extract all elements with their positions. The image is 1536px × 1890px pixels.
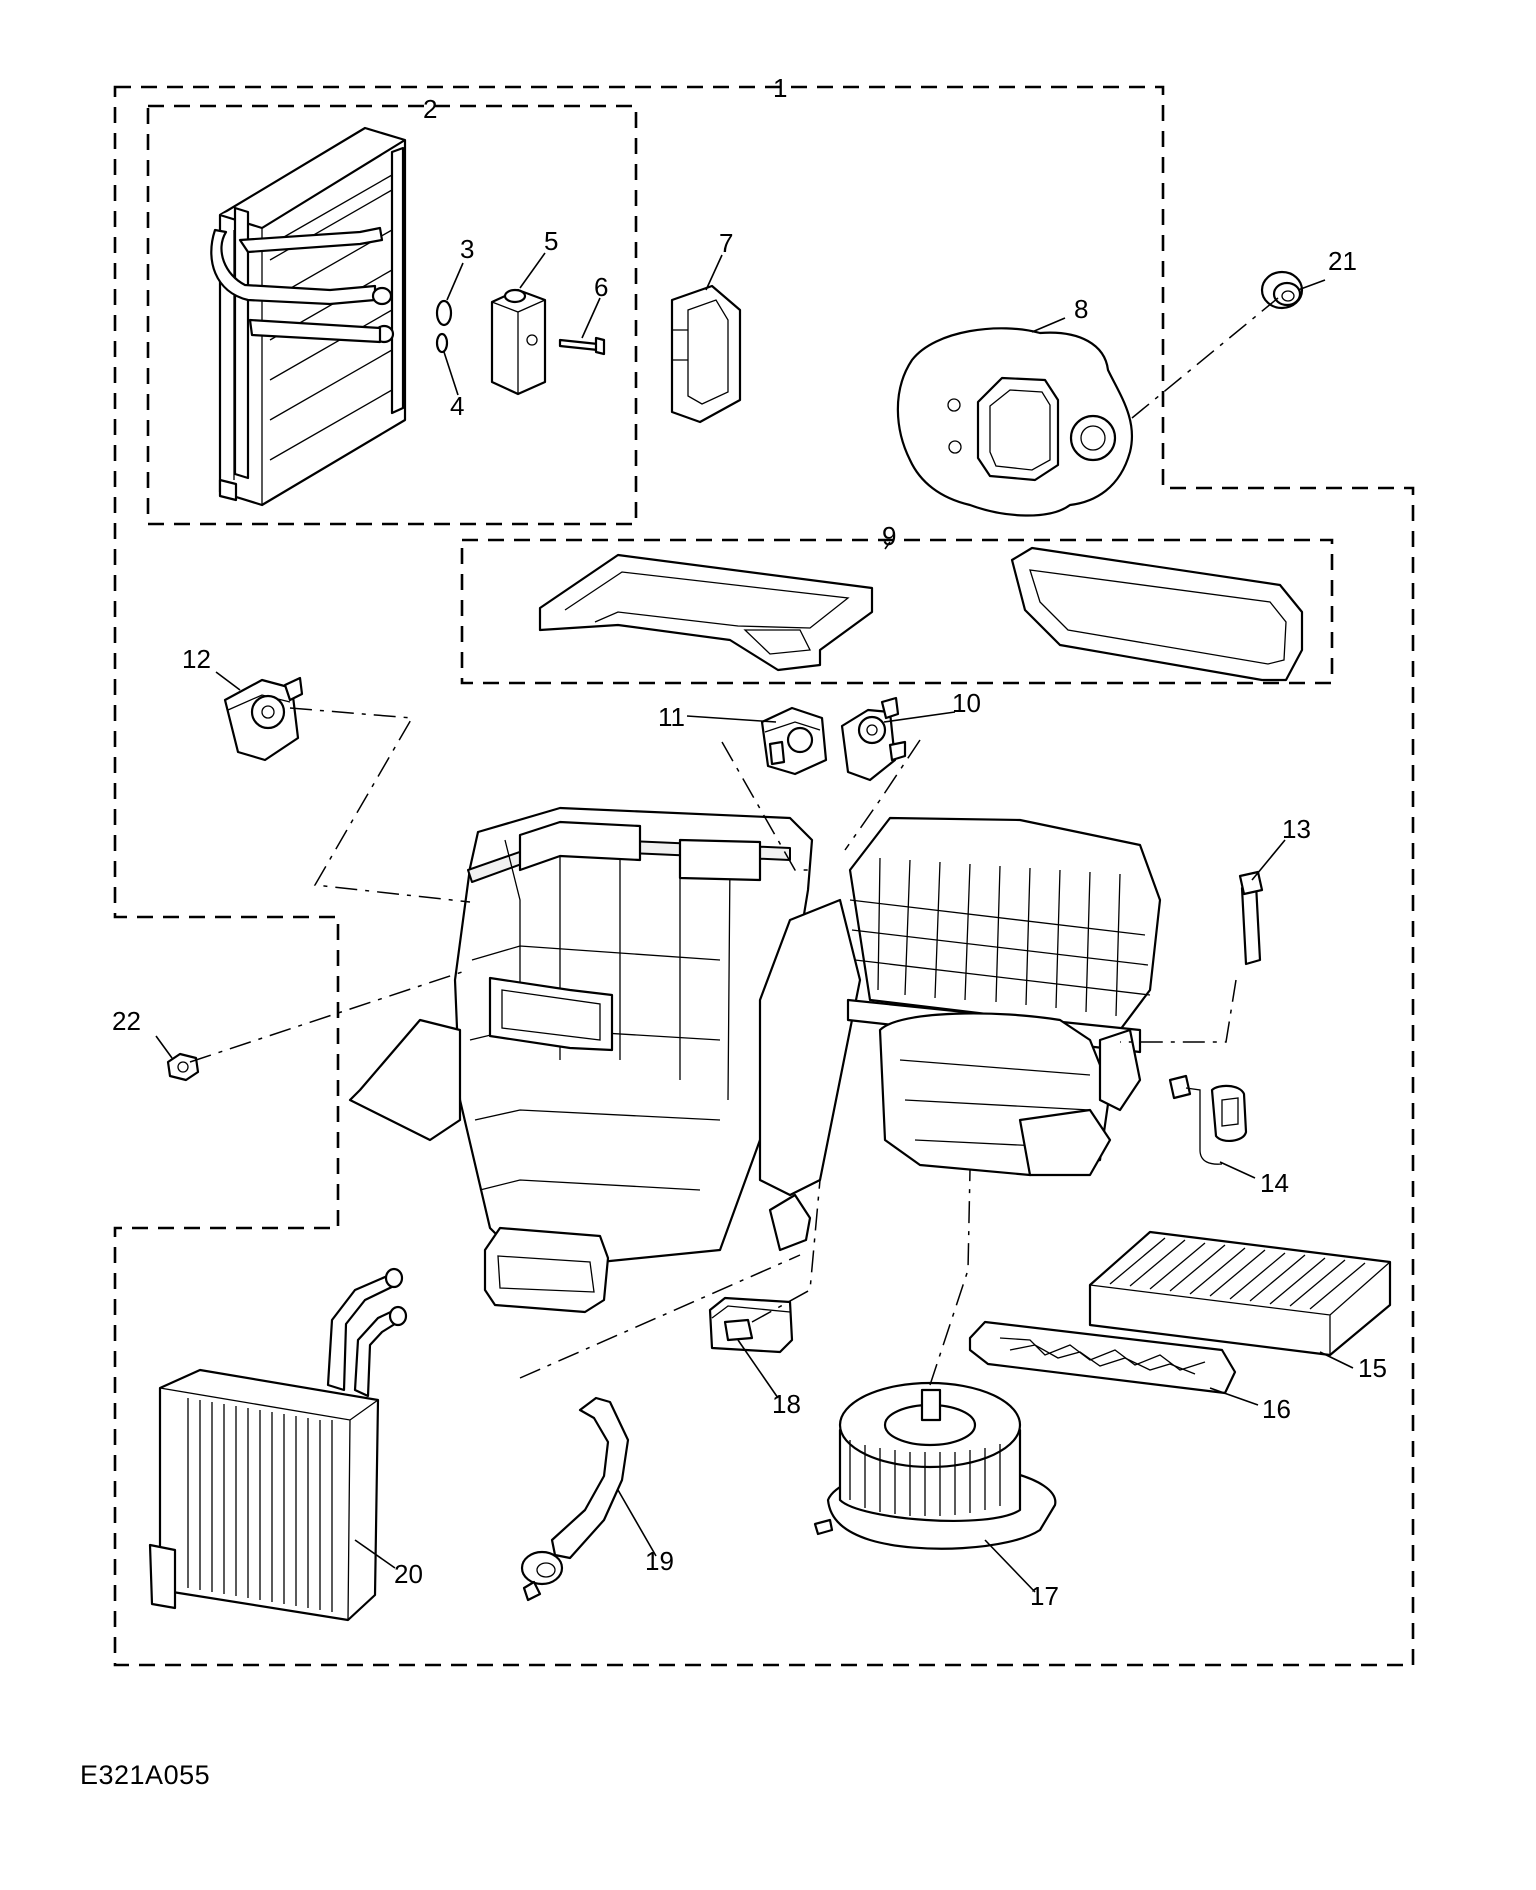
filter-cover [968, 1320, 1237, 1395]
callout-13: 13 [1282, 814, 1311, 844]
actuator-12 [223, 676, 304, 762]
callout-labels: 1 2 3 4 5 6 7 8 9 10 11 12 13 14 15 16 1… [112, 73, 1387, 1611]
callout-10: 10 [952, 688, 981, 718]
cabin-air-filter [1088, 1230, 1392, 1357]
callout-8: 8 [1074, 294, 1088, 324]
evaporator-core [210, 126, 407, 507]
callout-4: 4 [450, 391, 464, 421]
fastener [166, 1052, 200, 1082]
heater-core [148, 1267, 408, 1622]
hvac-housing [348, 806, 1162, 1314]
callout-9: 9 [882, 521, 896, 551]
drain-hose [520, 1396, 630, 1602]
inlet-plate [896, 327, 1134, 517]
callout-12: 12 [182, 644, 211, 674]
group-2-boundary [146, 104, 638, 526]
o-ring-3 [435, 299, 453, 327]
o-ring-4 [435, 332, 449, 354]
callout-20: 20 [394, 1559, 423, 1589]
group-9-boundary [460, 538, 1334, 685]
assembly-lines [189, 297, 1279, 1386]
blower-motor [813, 1381, 1057, 1550]
actuator-11 [760, 706, 828, 776]
leader-lines [155, 252, 1354, 1593]
valve-bolt [558, 336, 606, 356]
expansion-valve [490, 288, 547, 396]
callout-1: 1 [773, 73, 787, 103]
group-1-boundary [113, 85, 1415, 1667]
callout-19: 19 [645, 1546, 674, 1576]
housing-seal-right [1010, 546, 1304, 682]
callout-3: 3 [460, 234, 474, 264]
callout-14: 14 [1260, 1168, 1289, 1198]
callout-11: 11 [658, 702, 685, 732]
grommet [1260, 270, 1304, 310]
wiring-harness [1168, 1074, 1248, 1165]
evaporator-seal [670, 284, 742, 424]
callout-17: 17 [1030, 1581, 1059, 1611]
callout-16: 16 [1262, 1394, 1291, 1424]
callout-18: 18 [772, 1389, 801, 1419]
temperature-sensor [1238, 870, 1264, 966]
callout-5: 5 [544, 226, 558, 256]
callout-2: 2 [423, 94, 437, 124]
callout-7: 7 [719, 228, 733, 258]
blower-resistor [708, 1296, 794, 1354]
actuator-10 [840, 696, 907, 782]
callout-21: 21 [1328, 246, 1357, 276]
callout-22: 22 [112, 1006, 141, 1036]
housing-seal-left [538, 553, 874, 672]
figure-id: E321A055 [80, 1760, 211, 1790]
callout-15: 15 [1358, 1353, 1387, 1383]
callout-6: 6 [594, 272, 608, 302]
